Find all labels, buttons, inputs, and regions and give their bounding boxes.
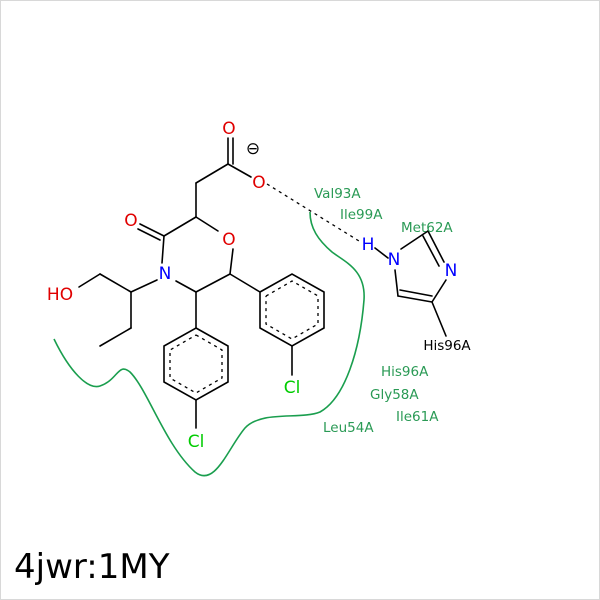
carboxylate-chain: [195, 137, 252, 218]
negative-charge-icon: ⊖: [246, 139, 260, 159]
his96a-imidazole: [374, 230, 447, 337]
hydroxyl-label: HO: [47, 285, 73, 305]
ring-nitrogen: N: [159, 264, 172, 284]
chlorophenyl-ring-right: [229, 273, 325, 376]
imidazole-n3: N: [445, 261, 458, 281]
residue-gly58a: Gly58A: [370, 387, 419, 403]
residue-ile99a: Ile99A: [340, 207, 383, 223]
structure-title: 4jwr:1MY: [14, 547, 170, 587]
carboxylate-oxygen: O: [252, 173, 265, 193]
ring-oxygen: O: [222, 230, 235, 250]
residue-met62a: Met62A: [401, 220, 453, 236]
his96a-side-chain-label: His96A: [423, 338, 471, 354]
residue-val93a: Val93A: [314, 186, 361, 202]
imidazole-hydrogen: H: [362, 235, 375, 255]
chlorine-bottom: Cl: [188, 432, 205, 452]
residue-ile61a: Ile61A: [396, 409, 439, 425]
ketone-oxygen: O: [124, 211, 137, 231]
residue-his96a: His96A: [381, 364, 429, 380]
chlorine-right: Cl: [284, 378, 301, 398]
chlorophenyl-ring-bottom: [163, 291, 229, 429]
morpholinone-ring: [137, 216, 234, 293]
imidazole-n1: N: [388, 250, 401, 270]
hydroxybutyl-group: [78, 273, 158, 347]
residue-leu54a: Leu54A: [323, 420, 374, 436]
hydrophobic-contact-curve: [53, 211, 365, 477]
carboxyl-oxygen-top: O: [222, 119, 235, 139]
